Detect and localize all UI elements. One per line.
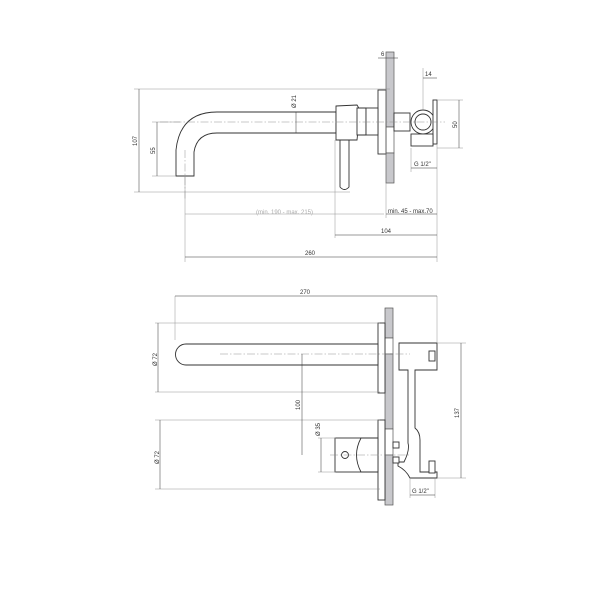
valve-body bbox=[397, 342, 438, 479]
thread-label-bottom: G 1/2" bbox=[412, 489, 429, 495]
dim-plate-diameter-bottom: Ø 72 bbox=[155, 450, 161, 464]
dim-length-270: 270 bbox=[300, 290, 311, 296]
dim-wall-range: min. 45 - max.70 bbox=[388, 209, 433, 215]
wall-section bbox=[384, 307, 394, 339]
dim-handle-diameter: Ø 35 bbox=[316, 422, 322, 436]
spout bbox=[175, 111, 337, 177]
mixer-body bbox=[335, 104, 361, 141]
wall-section bbox=[385, 51, 395, 128]
dim-length-260: 260 bbox=[305, 251, 316, 257]
dim-projection-104: 104 bbox=[381, 229, 392, 235]
thread-label-top: G 1/2" bbox=[414, 162, 431, 168]
dim-drop-55: 55 bbox=[151, 147, 157, 154]
side-view: 107 55 Ø 21 6 14 50 G 1/2" (min. 190 - m… bbox=[133, 51, 463, 262]
handle-lever bbox=[339, 139, 350, 190]
escutcheon-plate-lower bbox=[377, 419, 386, 501]
front-view: 270 Ø 72 100 Ø 35 Ø 72 137 G 1/2" bbox=[153, 290, 466, 506]
spout-top-view bbox=[175, 343, 379, 366]
dim-axis-100: 100 bbox=[296, 399, 302, 410]
wall-section bbox=[384, 353, 394, 430]
dim-plate-diameter-top: Ø 72 bbox=[153, 352, 159, 366]
dim-spout-diameter: Ø 21 bbox=[292, 94, 298, 108]
dim-height-107: 107 bbox=[133, 135, 139, 146]
dim-height-137: 137 bbox=[455, 407, 461, 418]
dim-spout-range: (min. 190 - max. 215) bbox=[256, 210, 313, 216]
dim-plate-6: 6 bbox=[381, 52, 385, 58]
escutcheon-plate-upper bbox=[377, 322, 386, 394]
wall-section bbox=[384, 454, 394, 506]
wall-section bbox=[385, 152, 395, 184]
dim-connector-50: 50 bbox=[453, 121, 459, 128]
dim-connector-14: 14 bbox=[425, 72, 432, 78]
